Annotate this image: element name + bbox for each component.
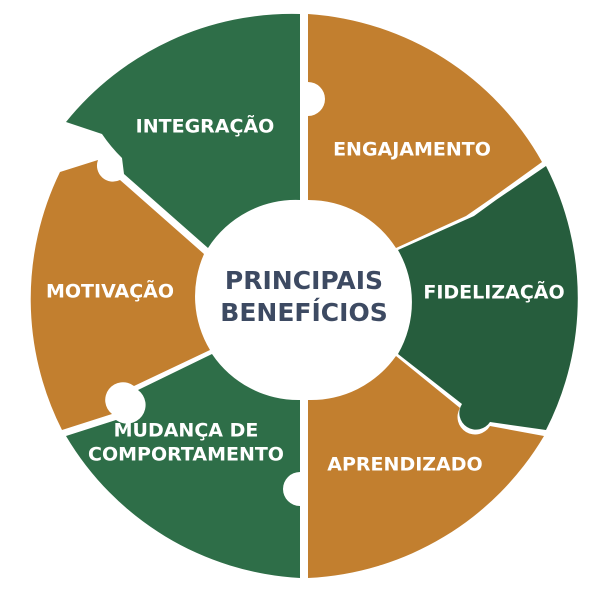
segment-label-mudanca-line1: MUDANÇA DE [114, 420, 259, 442]
center-title-line1: PRINCIPAIS [225, 266, 383, 295]
segment-label-aprendizado: APRENDIZADO [327, 454, 482, 476]
puzzle-piece-aprendizado: APRENDIZADO [308, 356, 544, 578]
segment-label-motivacao: MOTIVAÇÃO [46, 279, 174, 303]
center-title-line2: BENEFÍCIOS [220, 298, 387, 327]
segment-label-engajamento: ENGAJAMENTO [333, 139, 491, 161]
center-hub [208, 204, 400, 396]
puzzle-piece-mudanca-shape [66, 354, 300, 578]
puzzle-piece-mudanca: MUDANÇA DE COMPORTAMENTO [66, 354, 300, 578]
puzzle-piece-engajamento-shape [308, 14, 542, 248]
segment-label-integracao: INTEGRAÇÃO [136, 114, 275, 138]
segment-label-mudanca-line2: COMPORTAMENTO [88, 444, 284, 466]
puzzle-piece-aprendizado-shape [308, 356, 544, 578]
puzzle-piece-integracao: INTEGRAÇÃO [66, 13, 300, 249]
puzzle-piece-engajamento: ENGAJAMENTO [308, 14, 542, 248]
puzzle-piece-fidelizacao: FIDELIZAÇÃO [398, 166, 578, 430]
puzzle-piece-integracao-shape [66, 13, 300, 249]
puzzle-piece-motivacao-shape [30, 160, 210, 430]
puzzle-piece-fidelizacao-shape [398, 166, 578, 430]
segment-label-fidelizacao: FIDELIZAÇÃO [423, 280, 564, 304]
puzzle-piece-motivacao: MOTIVAÇÃO [30, 160, 210, 430]
